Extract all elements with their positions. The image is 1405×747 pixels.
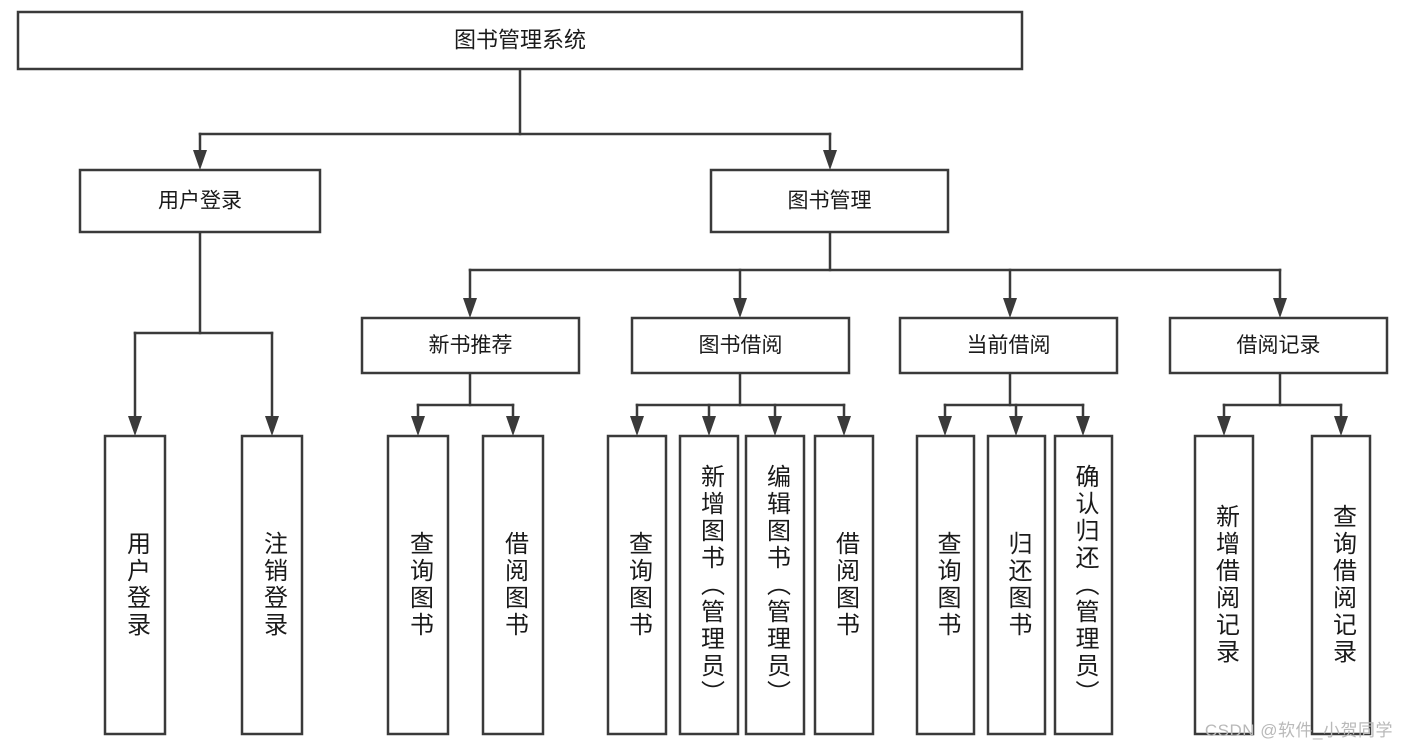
node-label: 当前借阅 <box>967 334 1051 357</box>
node-leaf-9 <box>986 434 1047 736</box>
connector-arrow-icon <box>1076 416 1090 436</box>
node-root-0 <box>16 10 1024 71</box>
connector-arrow-icon <box>1009 416 1023 436</box>
node-box <box>744 434 806 736</box>
node-level3-0 <box>360 316 581 375</box>
connector-arrow-icon <box>1273 298 1287 318</box>
connector-arrow-icon <box>768 416 782 436</box>
node-box <box>630 316 851 375</box>
node-leaf-1 <box>240 434 304 736</box>
node-leaf-2 <box>386 434 450 736</box>
node-box <box>1193 434 1255 736</box>
node-level2-0 <box>78 168 322 234</box>
node-leaf-7 <box>813 434 875 736</box>
node-level3-2 <box>898 316 1119 375</box>
node-box <box>103 434 167 736</box>
node-leaf-3 <box>481 434 545 736</box>
connector-arrow-icon <box>837 416 851 436</box>
node-box <box>1310 434 1372 736</box>
connector-arrow-icon <box>265 416 279 436</box>
node-level3-1 <box>630 316 851 375</box>
node-leaf-10 <box>1053 434 1114 736</box>
node-box <box>898 316 1119 375</box>
node-box <box>1168 316 1389 375</box>
node-label: 图书管理系统 <box>454 27 586 52</box>
node-label: 图书管理 <box>788 190 872 213</box>
node-box <box>678 434 740 736</box>
node-label: 新书推荐 <box>429 334 513 357</box>
node-box <box>16 10 1024 71</box>
node-leaf-8 <box>915 434 976 736</box>
connector-arrow-icon <box>1003 298 1017 318</box>
connector-arrow-icon <box>506 416 520 436</box>
connector-arrow-icon <box>128 416 142 436</box>
node-level2-1 <box>709 168 950 234</box>
connector-arrow-icon <box>630 416 644 436</box>
node-leaf-0 <box>103 434 167 736</box>
csdn-watermark: CSDN @软件_小贺同学 <box>1204 721 1393 740</box>
node-leaf-4 <box>606 434 668 736</box>
node-box <box>1053 434 1114 736</box>
node-box <box>915 434 976 736</box>
connector-arrow-icon <box>823 150 837 170</box>
node-box <box>606 434 668 736</box>
node-box <box>360 316 581 375</box>
node-label: 用户登录 <box>158 190 242 213</box>
node-leaf-11 <box>1193 434 1255 736</box>
node-level3-3 <box>1168 316 1389 375</box>
node-leaf-5 <box>678 434 740 736</box>
connector-arrow-icon <box>1217 416 1231 436</box>
connector-arrow-icon <box>733 298 747 318</box>
node-box <box>813 434 875 736</box>
node-box <box>240 434 304 736</box>
node-leaf-6 <box>744 434 806 736</box>
node-box <box>386 434 450 736</box>
connector-arrow-icon <box>1334 416 1348 436</box>
connector-arrow-icon <box>463 298 477 318</box>
connector-arrow-icon <box>938 416 952 436</box>
connector-arrow-icon <box>702 416 716 436</box>
node-box <box>78 168 322 234</box>
node-box <box>709 168 950 234</box>
connector-arrow-icon <box>193 150 207 170</box>
connector-arrow-icon <box>411 416 425 436</box>
node-leaf-12 <box>1310 434 1372 736</box>
node-box <box>986 434 1047 736</box>
node-label: 图书借阅 <box>699 334 783 357</box>
node-box <box>481 434 545 736</box>
connector-layer <box>128 67 1348 436</box>
node-label: 借阅记录 <box>1237 334 1321 357</box>
